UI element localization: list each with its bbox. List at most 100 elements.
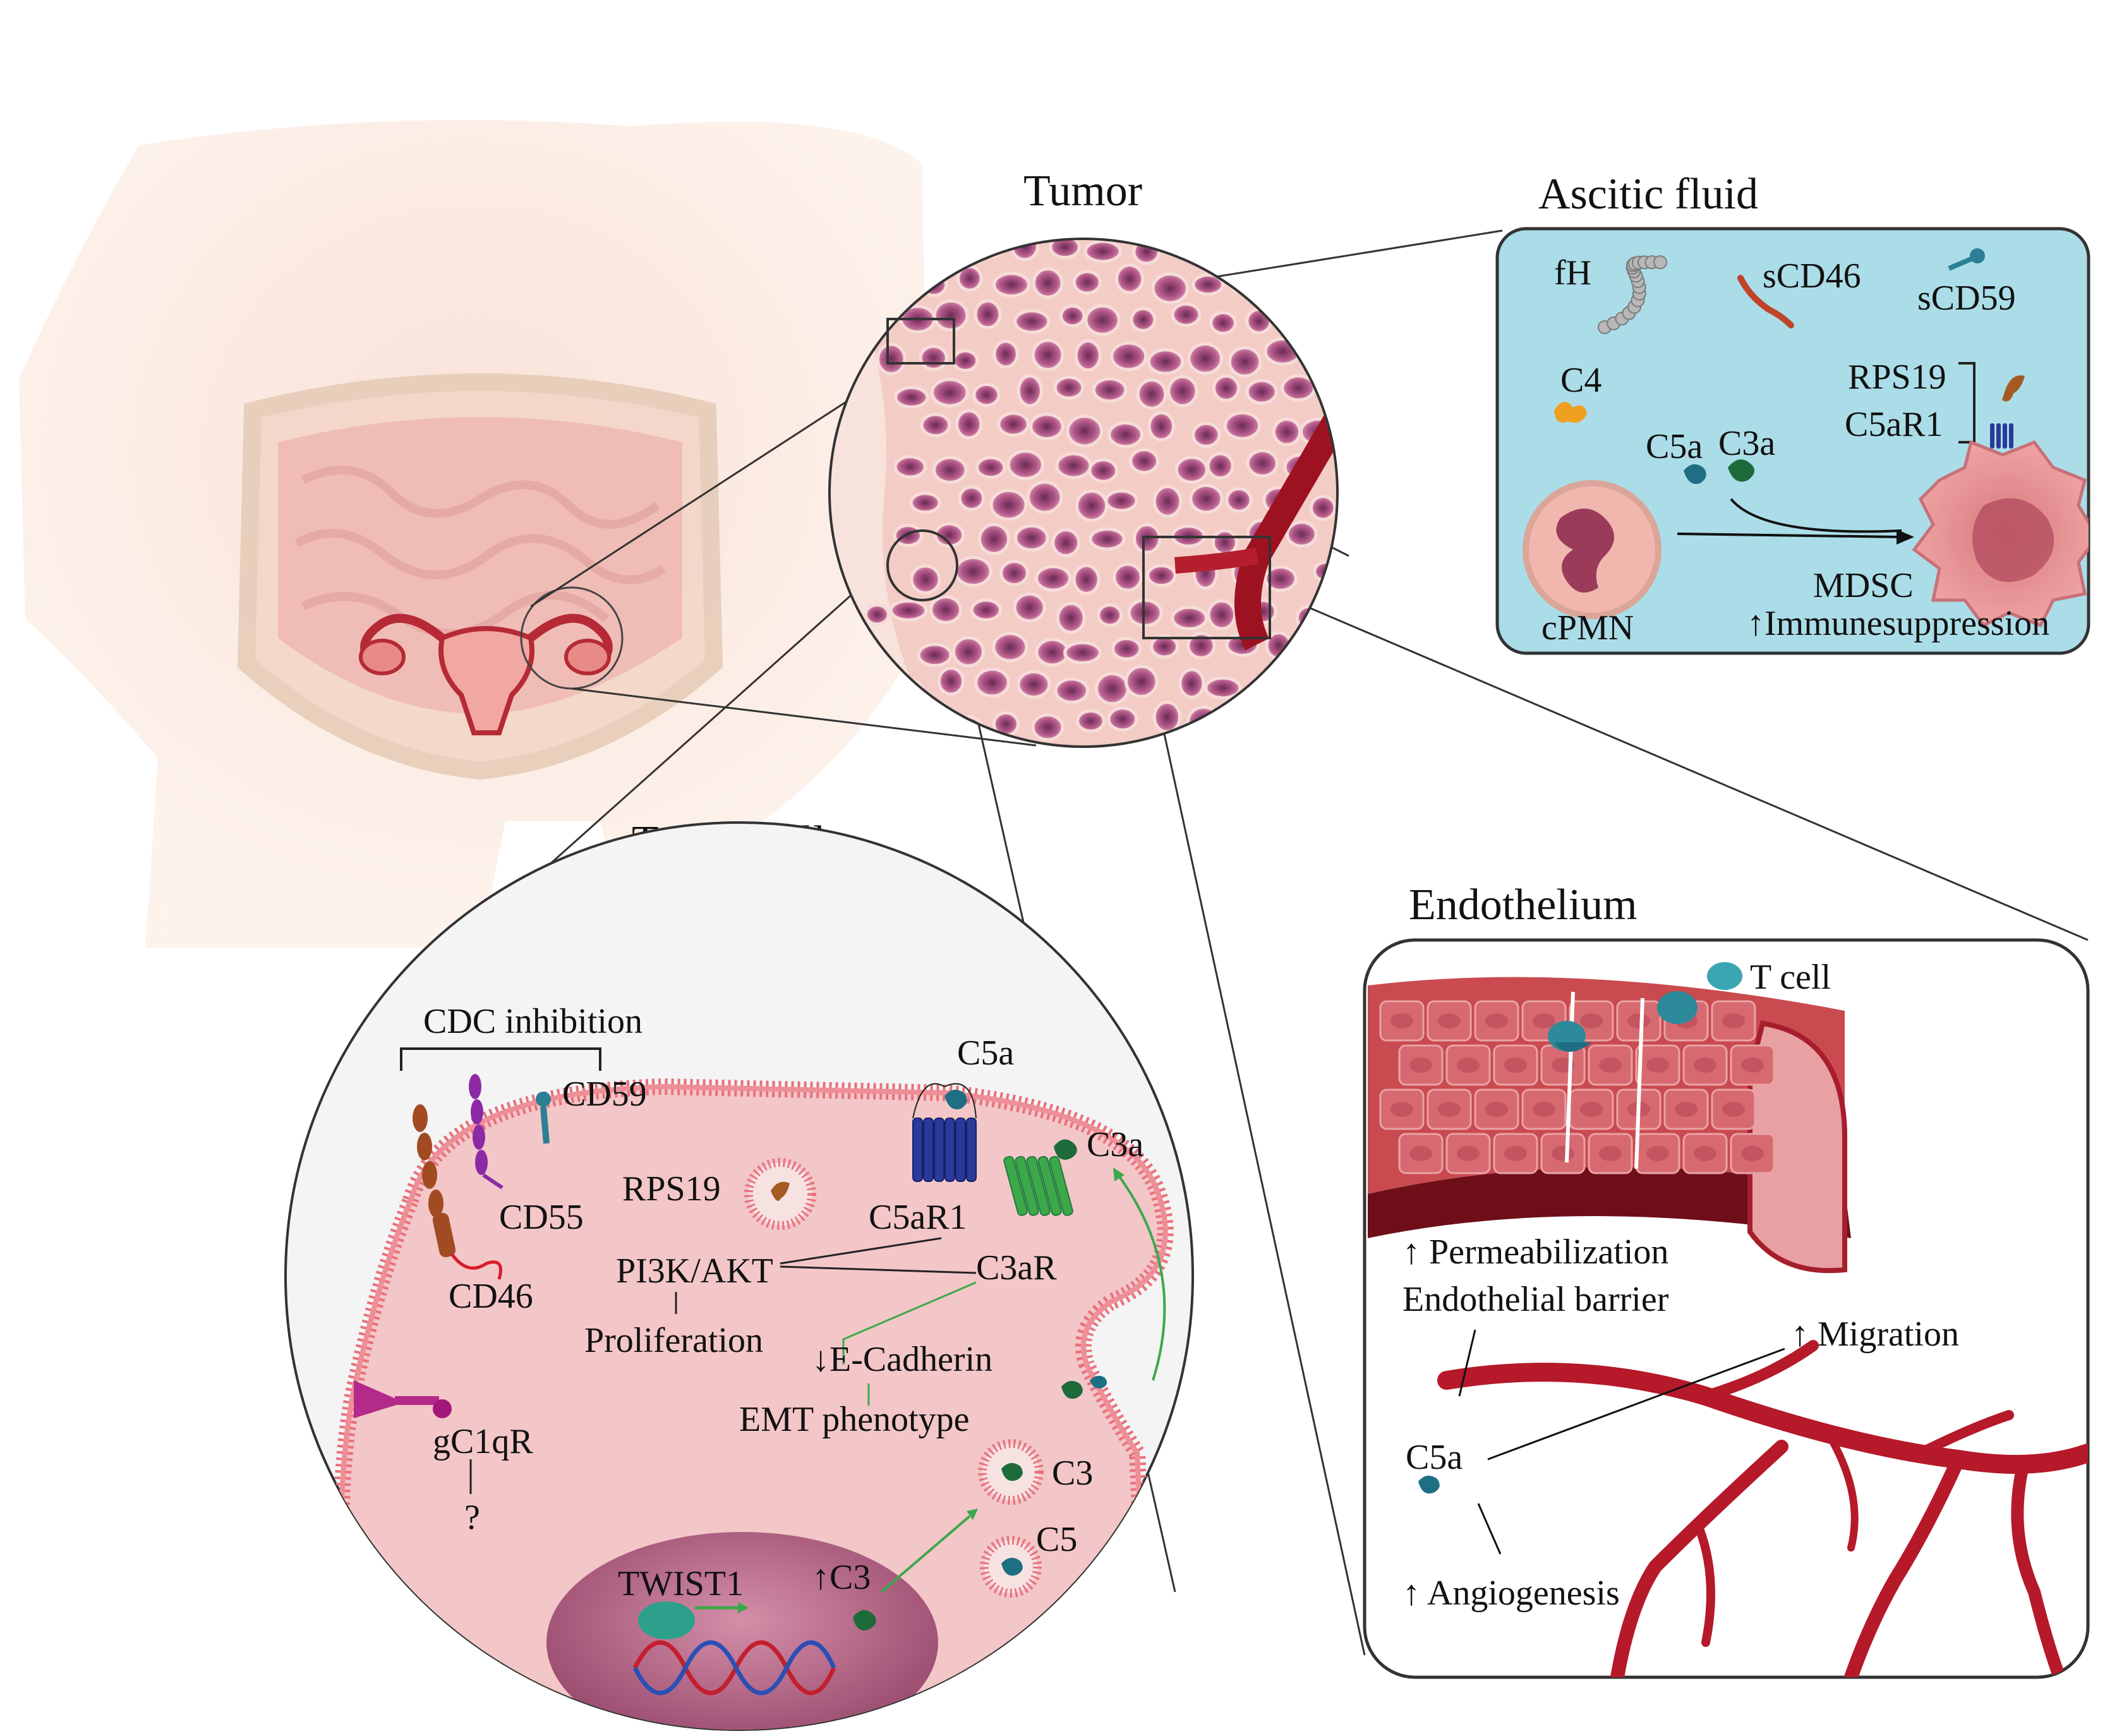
endothelial-cell-nucleus: [1533, 1013, 1555, 1028]
tumor-cell-nucleus: [1034, 565, 1072, 592]
tumor-cell-nucleus: [1129, 448, 1160, 474]
tumor-cell-nucleus: [876, 342, 907, 376]
cd59-label: CD59: [562, 1075, 647, 1114]
tumor-cell-nucleus: [948, 715, 984, 738]
endothelial-barrier-label: Endothelial barrier: [1402, 1280, 1669, 1319]
tumor-cell-nucleus: [1209, 311, 1237, 335]
endothelium-panel: Endothelium: [1363, 881, 2090, 1679]
tumor-cell-nucleus: [951, 636, 986, 668]
migration-label: ↑ Migration: [1791, 1315, 1959, 1354]
endothelial-cell-nucleus: [1675, 1102, 1698, 1117]
tumor-cell-nucleus: [1026, 480, 1063, 514]
endothelial-cell-nucleus: [1694, 1146, 1716, 1161]
tumor-cell-nucleus: [1104, 489, 1138, 512]
tumor-cell-nucleus: [1286, 521, 1318, 548]
tumor-cell-nucleus: [893, 455, 927, 479]
c3ar-to-e-cadherin-line: [842, 1281, 977, 1365]
tumor-cell-nucleus: [1076, 709, 1106, 733]
endothelial-cell-nucleus: [1722, 1013, 1745, 1028]
tumor-zoom-box-vessel: [1142, 536, 1271, 639]
nucleus: [546, 1532, 938, 1730]
nucleus-c3-molecule: [853, 1610, 876, 1631]
tumor-cell-nucleus: [1063, 641, 1102, 665]
tumor-cell-nucleus: [1031, 339, 1065, 371]
tumor-cell-nucleus: [1216, 239, 1246, 260]
c5a-cell-label: C5a: [957, 1034, 1014, 1073]
tumor-cell-nucleus: [864, 603, 890, 626]
tumor-cell-nucleus: [1270, 269, 1301, 303]
tumor-cell-nucleus: [1245, 239, 1281, 256]
tumor-cell-nucleus: [1110, 341, 1148, 371]
fh-bead: [1653, 255, 1668, 270]
tumor-cell-nucleus: [920, 272, 948, 298]
tumor-cell-nucleus: [1146, 564, 1177, 588]
branching-vessels: [1437, 1340, 2088, 1677]
cd46-label: CD46: [449, 1277, 533, 1316]
endothelial-cell-nucleus: [1694, 1058, 1716, 1073]
tumor-cell-nucleus: [1051, 528, 1081, 558]
endothelial-cell-nucleus: [1504, 1146, 1527, 1161]
tumor-cell-nucleus: [889, 599, 928, 622]
scd46-molecule: [1737, 275, 1794, 329]
tumor-cell-nucleus: [930, 377, 969, 407]
tumor-cell-nucleus: [1171, 605, 1209, 630]
tumor-cell-nucleus: [932, 299, 969, 332]
tumor-cell-nucleus: [1272, 417, 1302, 447]
tumor-cell-nucleus: [1055, 452, 1092, 479]
endothelial-cells: [1379, 1000, 1775, 1174]
permeabilization-label: ↑ Permeabilization: [1402, 1233, 1668, 1272]
tumor-cell-nucleus: [992, 339, 1019, 369]
tumor-cell-nucleus: [999, 560, 1029, 587]
scd59-molecule: [1948, 248, 1985, 271]
endothelial-cell-nucleus: [1457, 1146, 1480, 1161]
tumor-cell-nucleus: [1289, 675, 1326, 704]
tumor-cell-nucleus: [1223, 411, 1262, 440]
tumor-title: Tumor: [1023, 167, 1142, 215]
endothelium-title: Endothelium: [1409, 881, 1638, 929]
tumor-cell-nucleus: [954, 555, 992, 588]
tumor-cell-nucleus: [1271, 706, 1303, 730]
tumor-cell-nucleus: [1029, 413, 1065, 441]
tumor-cell-nucleus: [919, 344, 948, 371]
tumor-cell-nucleus: [1204, 676, 1242, 700]
rps19-vesicle: [744, 1158, 816, 1230]
cd55-label: CD55: [499, 1198, 584, 1237]
tumor-cell-nucleus: [1264, 565, 1298, 593]
gc1qr-label: gC1qR: [433, 1422, 533, 1461]
tumor-cell-nucleus: [1227, 346, 1262, 378]
ascitic-fluid-panel: Ascitic fluid: [1495, 170, 2090, 655]
cdc-inhibition-bracket: [400, 1047, 601, 1071]
endothelial-cell-nucleus: [1438, 1013, 1461, 1028]
endothelium-c5a-label: C5a: [1406, 1438, 1463, 1477]
rps19-molecule: [2002, 375, 2025, 402]
tumor-cell-nucleus: [1207, 599, 1237, 630]
endothelial-cell-nucleus: [1646, 1146, 1669, 1161]
tumor-cell-nucleus: [1049, 239, 1081, 260]
tumor-cell-nucleus: [1054, 677, 1089, 704]
tumor-cell-nucleus: [1066, 414, 1104, 448]
tumor-cell-nucleus: [1111, 637, 1142, 661]
tumor-cell-nucleus: [1187, 342, 1224, 375]
tumor-cell-nucleus: [1032, 267, 1064, 299]
vessel-lumen: [1747, 1020, 1847, 1274]
tumor-cell-nucleus: [989, 488, 1028, 521]
tumor-cell-nucleus: [1225, 486, 1253, 513]
uterus: [438, 626, 534, 735]
tumor-cell-nucleus: [1097, 603, 1123, 627]
c3-export-arrow: [880, 1515, 971, 1593]
tumor-zoom-circle-cell: [886, 529, 958, 601]
tumor-cell-nucleus: [1189, 483, 1224, 514]
tumor-cell-nucleus: [1083, 239, 1122, 263]
endothelial-cell-nucleus: [1390, 1013, 1413, 1028]
endothelial-cell-nucleus: [1409, 1146, 1432, 1161]
endothelial-cell-nucleus: [1485, 1102, 1508, 1117]
tumor-cell-nucleus: [977, 522, 1011, 555]
tumor-cell-nucleus: [992, 632, 1028, 663]
tumor-cells: [862, 239, 1337, 742]
pocket-c3a-molecule: [1061, 1380, 1083, 1399]
endothelial-cell-nucleus: [1722, 1102, 1745, 1117]
cell-c3a-molecule: [1054, 1139, 1077, 1160]
tumor-cell-nucleus: [1178, 668, 1205, 699]
tumor-cell-nucleus: [1053, 375, 1085, 400]
tumor-cell-nucleus: [1150, 634, 1179, 659]
